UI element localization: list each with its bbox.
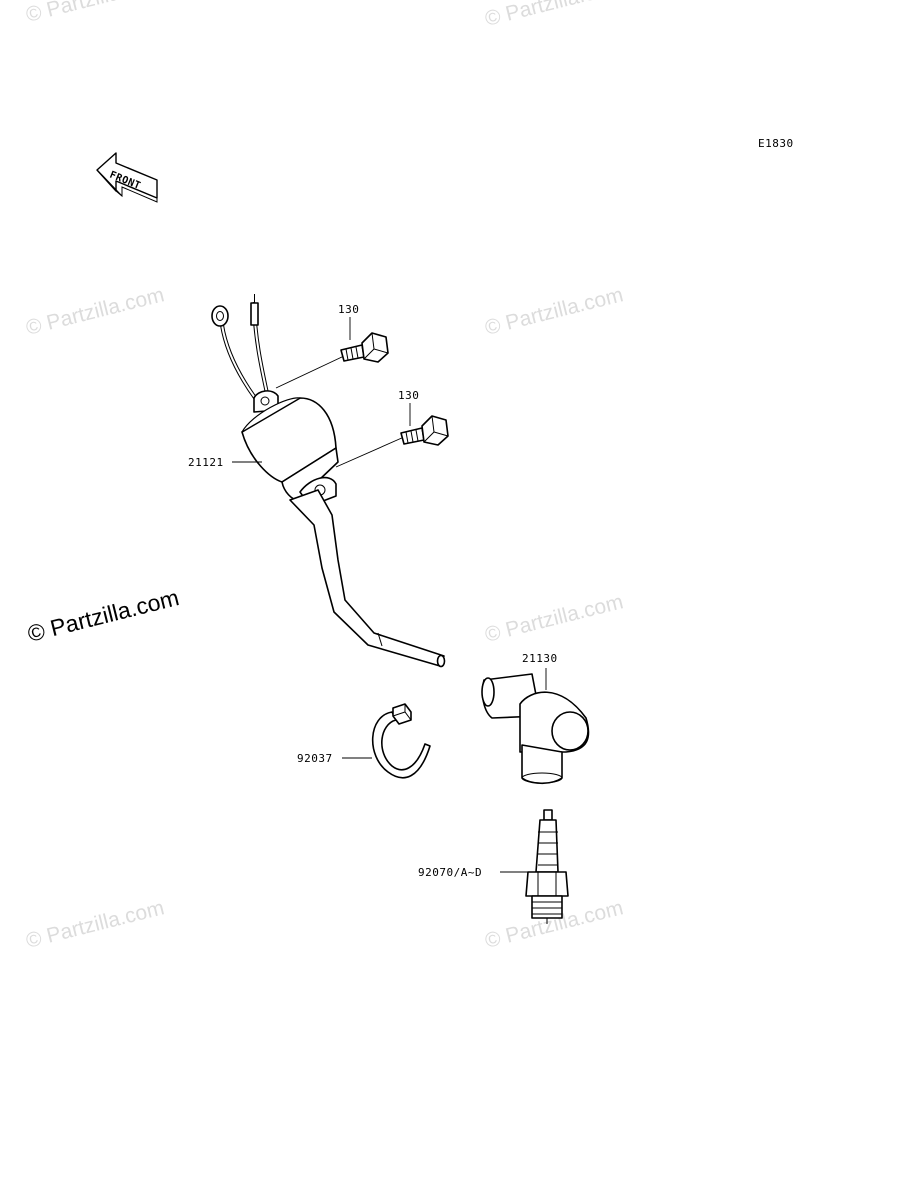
bolt-upper (275, 332, 389, 389)
watermark-text: © Partzilla.com (25, 584, 182, 647)
callout-bolt-upper: 130 (338, 303, 359, 316)
watermark-text: © Partzilla.com (24, 283, 167, 340)
callouts: 130 130 21121 21130 92037 92070/A~D (188, 303, 558, 879)
watermark-text: © Partzilla.com (483, 283, 626, 340)
clamp (371, 703, 431, 779)
callout-clamp: 92037 (297, 752, 333, 765)
callout-spark-plug: 92070/A~D (418, 866, 482, 879)
watermark-text: © Partzilla.com (483, 590, 626, 647)
callout-plug-cap: 21130 (522, 652, 558, 665)
spark-plug-cap (481, 668, 590, 785)
watermark-layer: © Partzilla.com © Partzilla.com © Partzi… (24, 0, 626, 953)
front-arrow-icon: FRONT (96, 152, 158, 203)
bolt-lower (335, 415, 449, 468)
ignition-coil (241, 390, 446, 668)
watermark-text: © Partzilla.com (483, 0, 626, 31)
ignition-coil-wires (211, 294, 270, 404)
watermark-text: © Partzilla.com (24, 896, 167, 953)
callout-bolt-lower: 130 (398, 389, 419, 402)
spark-plug (525, 809, 569, 924)
watermark-text: © Partzilla.com (24, 0, 167, 27)
diagram-code: E1830 (758, 137, 794, 150)
callout-ignition-coil: 21121 (188, 456, 224, 469)
